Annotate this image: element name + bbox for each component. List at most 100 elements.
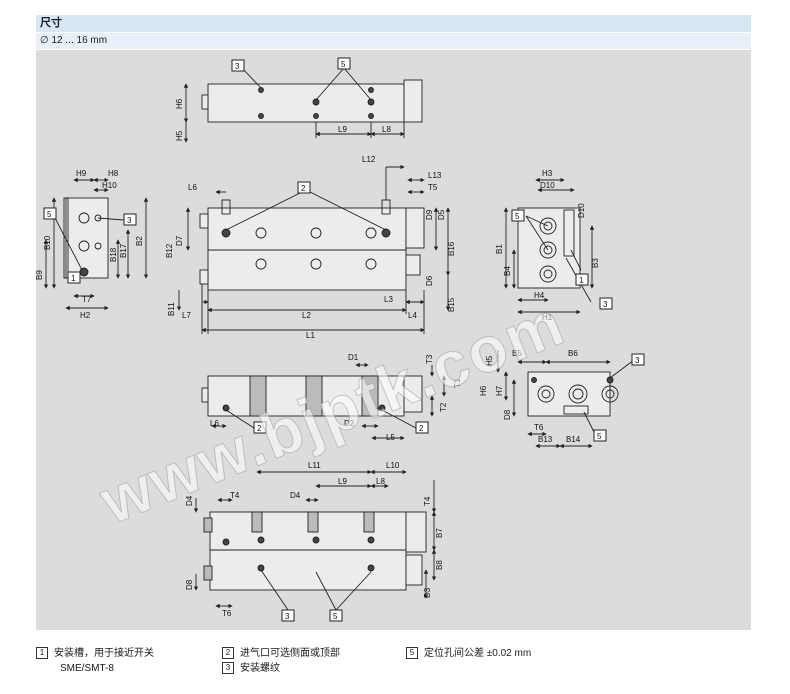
svg-text:3: 3 bbox=[635, 356, 640, 365]
top-view bbox=[183, 67, 423, 143]
dim-D3: D3 bbox=[423, 587, 432, 598]
bottom-view bbox=[201, 362, 447, 441]
dim-L8b: L8 bbox=[376, 477, 385, 486]
dim-B11: B11 bbox=[167, 302, 176, 316]
dim-H6b: H6 bbox=[479, 385, 488, 396]
dim-H6: H6 bbox=[175, 98, 184, 109]
callout-5-lower: 5 bbox=[329, 609, 343, 622]
section-title: 尺寸 bbox=[36, 15, 751, 32]
dim-T6: T6 bbox=[534, 423, 544, 432]
dim-T1: T1 bbox=[453, 378, 462, 388]
dim-H5b: H5 bbox=[485, 355, 494, 366]
callout-2-bottom-left: 2 bbox=[253, 421, 267, 434]
dim-H5: H5 bbox=[175, 130, 184, 141]
dim-L9: L9 bbox=[338, 125, 347, 134]
dim-H8: H8 bbox=[108, 169, 119, 178]
svg-text:5: 5 bbox=[515, 212, 520, 221]
dim-B10: B10 bbox=[43, 235, 52, 250]
dim-B4: B4 bbox=[503, 266, 512, 276]
bottom-right-end-view bbox=[495, 350, 635, 449]
svg-text:3: 3 bbox=[235, 62, 240, 71]
dim-D4: D4 bbox=[290, 491, 301, 500]
dim-B13: B13 bbox=[538, 435, 553, 444]
dim-L2: L2 bbox=[302, 311, 311, 320]
dim-B9: B9 bbox=[36, 270, 44, 280]
dim-T6b: T6 bbox=[222, 609, 232, 618]
svg-text:1: 1 bbox=[579, 276, 584, 285]
right-end-view bbox=[503, 177, 595, 315]
dim-B3: B3 bbox=[591, 258, 600, 268]
dim-L13: L13 bbox=[428, 171, 442, 180]
svg-text:2: 2 bbox=[301, 184, 306, 193]
svg-text:3: 3 bbox=[127, 216, 132, 225]
dim-L11: L11 bbox=[308, 461, 321, 470]
dim-D2: D2 bbox=[344, 419, 355, 428]
dim-L6: L6 bbox=[188, 183, 197, 192]
dim-D1: D1 bbox=[348, 353, 359, 362]
dim-T4: T4 bbox=[230, 491, 240, 500]
dim-L9b: L9 bbox=[338, 477, 347, 486]
dim-B17: B17 bbox=[119, 243, 128, 258]
dim-L7: L7 bbox=[182, 311, 191, 320]
dimension-labels: H6 H5 L9 L8 H9 H8 H10 B10 B9 B18 B17 B2 … bbox=[35, 98, 600, 618]
dim-T4b: T4 bbox=[423, 496, 432, 506]
dim-D8: D8 bbox=[503, 409, 512, 420]
dim-B8: B8 bbox=[435, 560, 444, 570]
svg-text:3: 3 bbox=[603, 300, 608, 309]
dim-D7: D7 bbox=[175, 235, 184, 246]
dim-L5: L5 bbox=[386, 433, 395, 442]
callout-5-br: 5 bbox=[593, 429, 607, 442]
dim-L6b: L6 bbox=[210, 419, 219, 428]
dim-T5: T5 bbox=[428, 183, 438, 192]
dim-L10: L10 bbox=[386, 461, 400, 470]
svg-text:1: 1 bbox=[71, 274, 76, 283]
dim-B15: B15 bbox=[447, 297, 456, 312]
technical-drawing: 3 5 2 5 3 1 5 1 3 2 2 3 5 3 5 H6 H5 L9 L… bbox=[35, 50, 751, 630]
dim-T7: T7 bbox=[82, 295, 92, 304]
size-range: ∅ 12 ... 16 mm bbox=[36, 33, 751, 49]
dim-D10b: D10 bbox=[577, 203, 586, 218]
dim-H10: H10 bbox=[102, 181, 117, 190]
dim-B6: B6 bbox=[568, 349, 578, 358]
callout-3-br: 3 bbox=[631, 353, 645, 366]
callout-1-right: 1 bbox=[575, 273, 589, 286]
callout-3-right: 3 bbox=[599, 297, 613, 310]
callouts: 3 5 2 5 3 1 5 1 3 2 2 3 5 3 5 bbox=[43, 57, 645, 622]
dim-H1: H1 bbox=[542, 313, 553, 322]
dim-H7: H7 bbox=[495, 385, 504, 396]
callout-2-side: 2 bbox=[297, 181, 311, 194]
dim-H4: H4 bbox=[534, 291, 545, 300]
dim-H3: H3 bbox=[542, 169, 553, 178]
dim-D9: D9 bbox=[425, 209, 434, 220]
svg-text:5: 5 bbox=[47, 210, 52, 219]
dim-B2: B2 bbox=[135, 236, 144, 246]
dim-D5: D5 bbox=[437, 209, 446, 220]
dim-B18: B18 bbox=[109, 247, 118, 262]
dim-D10: D10 bbox=[540, 181, 555, 190]
dim-L1: L1 bbox=[306, 331, 315, 340]
callout-5-right: 5 bbox=[511, 209, 525, 222]
dim-D6: D6 bbox=[425, 275, 434, 286]
callout-5-top: 5 bbox=[337, 57, 351, 70]
svg-text:2: 2 bbox=[419, 424, 424, 433]
dim-B5: B5 bbox=[512, 349, 522, 358]
side-view bbox=[176, 164, 451, 334]
dim-L12: L12 bbox=[362, 155, 376, 164]
dim-B1: B1 bbox=[495, 244, 504, 254]
callout-3-top: 3 bbox=[231, 59, 245, 72]
callout-3-left: 3 bbox=[123, 213, 137, 226]
svg-text:5: 5 bbox=[597, 432, 602, 441]
callout-3-lower: 3 bbox=[281, 609, 295, 622]
dim-L4: L4 bbox=[408, 311, 417, 320]
dim-B14: B14 bbox=[566, 435, 581, 444]
dim-D8b: D8 bbox=[185, 579, 194, 590]
left-end-view bbox=[43, 177, 149, 311]
dim-H9: H9 bbox=[76, 169, 87, 178]
dim-L8: L8 bbox=[382, 125, 391, 134]
callout-1-left: 1 bbox=[67, 271, 81, 284]
dim-L3: L3 bbox=[384, 295, 393, 304]
dim-T2: T2 bbox=[439, 402, 448, 412]
